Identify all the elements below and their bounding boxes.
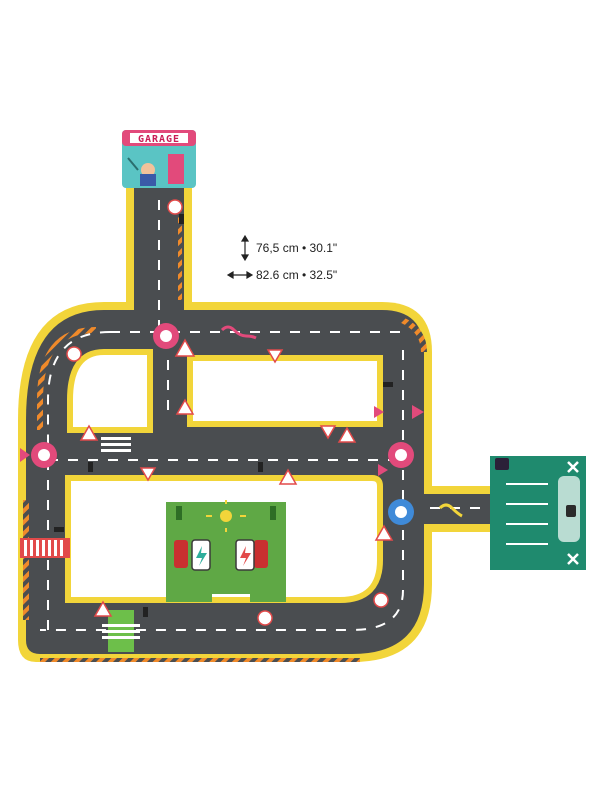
roundabout-icon: [31, 323, 414, 525]
road-network: [18, 188, 498, 662]
dimension-height: 76,5 cm • 30.1": [256, 241, 337, 255]
parking-lot: [490, 456, 586, 570]
car-icon: [566, 505, 576, 517]
curve-arrow-icon: [438, 503, 463, 518]
battery-charging-icon: [191, 539, 255, 571]
dimension-width: 82.6 cm • 32.5": [256, 268, 337, 282]
road-signs: [20, 199, 424, 626]
yield-sign-icon: [139, 349, 337, 482]
crosswalk: [101, 437, 131, 453]
curve-arrow-icon: [220, 325, 257, 340]
sun-icon: [206, 500, 246, 532]
crosswalk: [24, 540, 66, 556]
crosswalk: [102, 622, 140, 640]
traffic-light-icon: [54, 214, 393, 617]
speed-limit-sign-icon: [66, 199, 389, 626]
charging-station: [166, 500, 286, 602]
warning-sign-icon: [79, 338, 394, 617]
garage-sign: GARAGE: [138, 134, 180, 145]
double-arrow-horizontal-icon: [226, 270, 254, 280]
double-arrow-vertical-icon: [240, 234, 250, 262]
direction-sign-icon: [20, 405, 424, 476]
wrench-icon: [127, 157, 139, 171]
wrench-icon: [567, 461, 579, 565]
dimensions-panel: 76,5 cm • 30.1" 82.6 cm • 32.5": [226, 234, 337, 282]
garage-building: GARAGE: [122, 130, 196, 188]
car-icon: [495, 458, 509, 470]
